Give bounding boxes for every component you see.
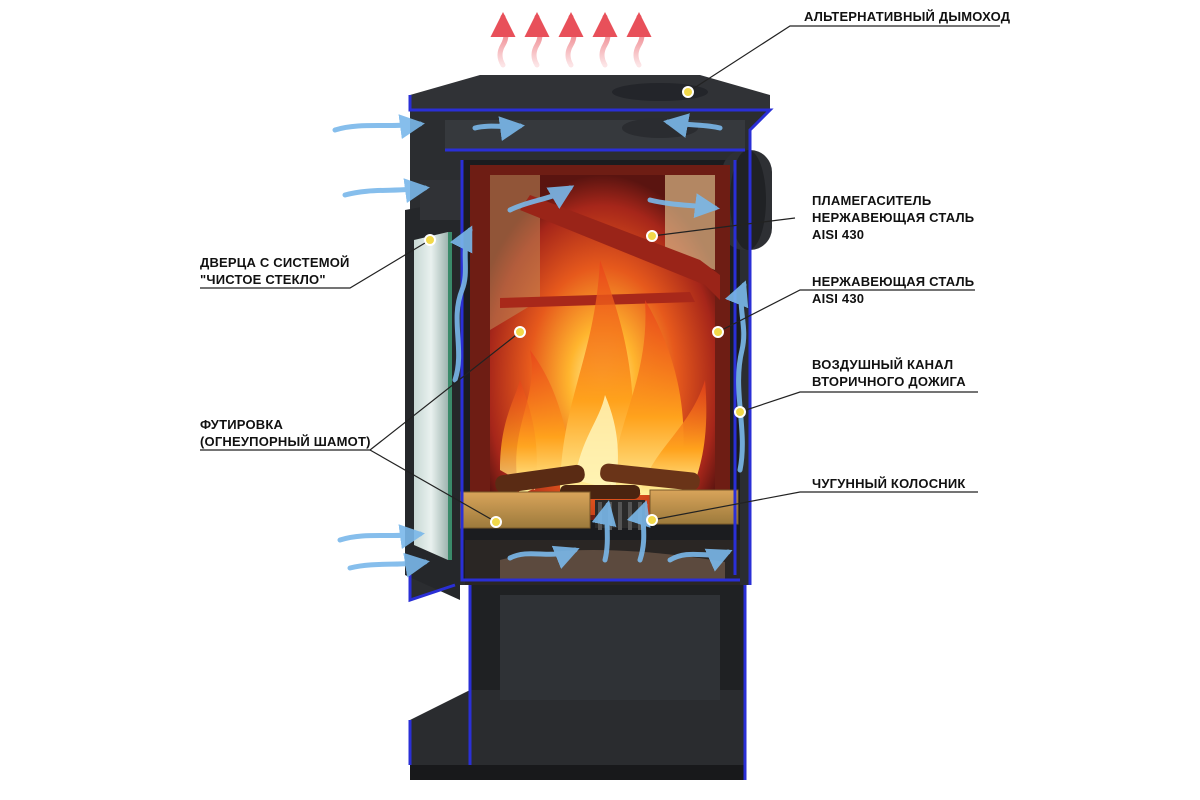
label-flame-damper: ПЛАМЕГАСИТЕЛЬ НЕРЖАВЕЮЩАЯ СТАЛЬ AISI 430 — [812, 193, 975, 242]
label-secondary-air-channel: ВОЗДУШНЫЙ КАНАЛ ВТОРИЧНОГО ДОЖИГА — [812, 357, 966, 389]
door-with-clean-glass — [405, 180, 460, 600]
firewood-logs — [495, 463, 700, 499]
label-cast-iron-grate: ЧУГУННЫЙ КОЛОСНИК — [812, 476, 966, 491]
firebox — [470, 165, 730, 520]
label-door-clean-glass: ДВЕРЦА С СИСТЕМОЙ "ЧИСТОЕ СТЕКЛО" — [200, 255, 350, 287]
callout-markers — [424, 86, 746, 528]
heat-wave-arrows — [490, 12, 652, 68]
label-alternative-chimney: АЛЬТЕРНАТИВНЫЙ ДЫМОХОД — [804, 9, 1011, 24]
label-stainless-steel: НЕРЖАВЕЮЩАЯ СТАЛЬ AISI 430 — [812, 274, 975, 306]
airflow-arrows — [332, 113, 749, 578]
label-refractory-lining: ФУТИРОВКА (ОГНЕУПОРНЫЙ ШАМОТ) — [200, 417, 371, 449]
section-outline — [408, 95, 774, 603]
stove-base — [408, 585, 747, 780]
leader-lines — [200, 25, 1000, 523]
